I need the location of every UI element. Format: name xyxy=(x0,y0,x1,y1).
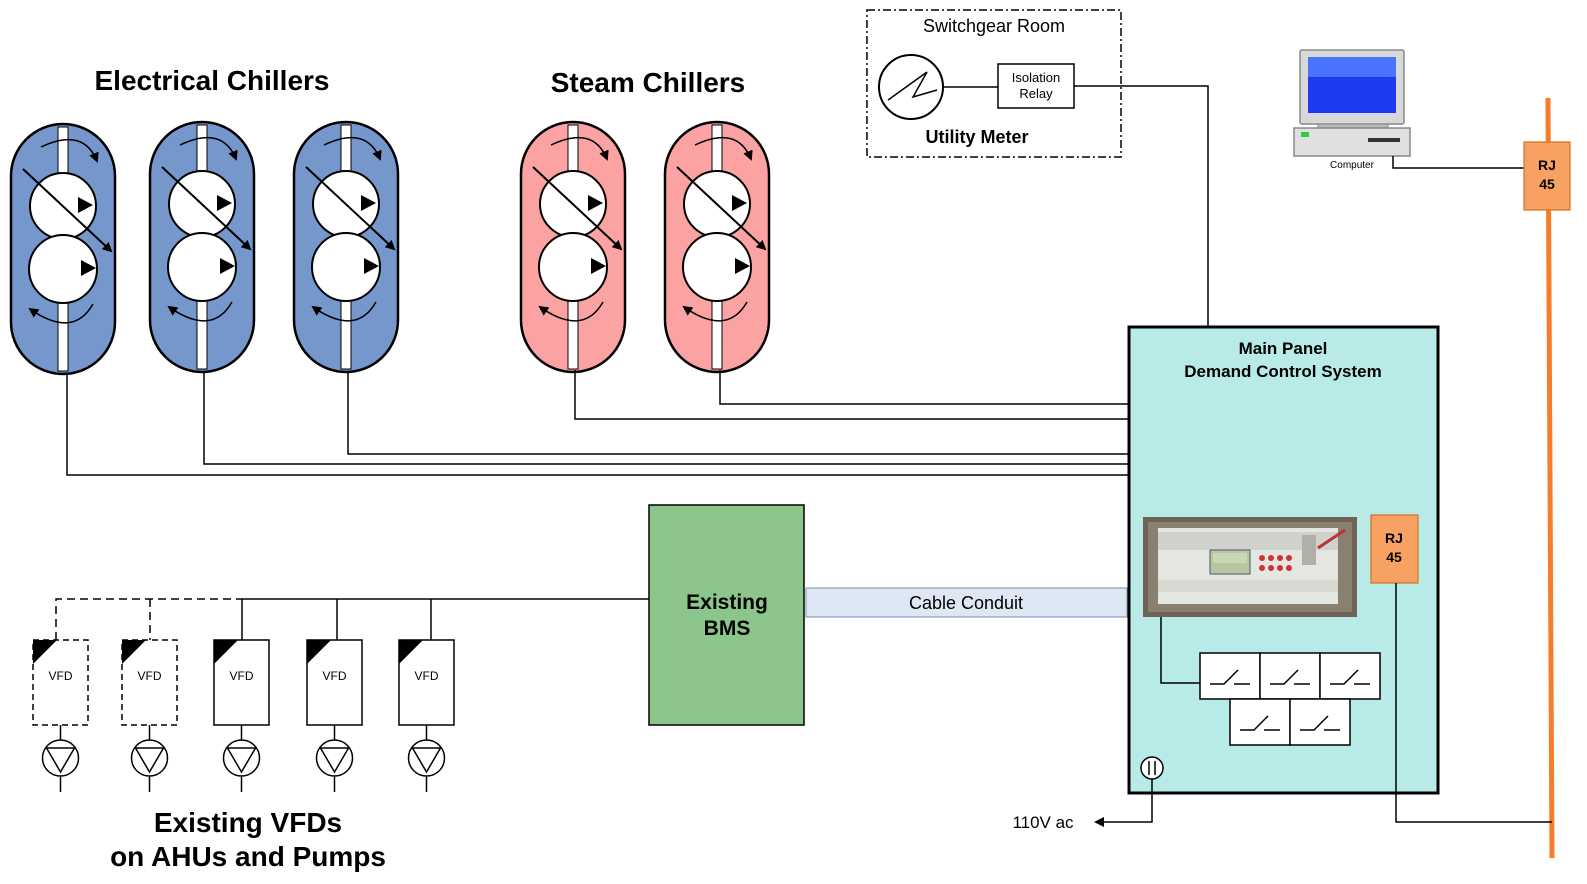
power-label: 110V ac xyxy=(1012,813,1074,832)
vfd-unit: VFD xyxy=(122,640,177,792)
vfd-unit: VFD xyxy=(214,640,269,792)
electrical-chiller-3 xyxy=(294,122,398,372)
steam-chiller-1 xyxy=(521,122,625,372)
electrical-chiller-2 xyxy=(150,122,254,372)
pump-icon xyxy=(317,740,353,792)
bms-label-1: Existing xyxy=(686,591,768,614)
utility-meter-label: Utility Meter xyxy=(925,127,1028,147)
network-cable xyxy=(1548,98,1552,858)
vfd-bus xyxy=(56,599,649,640)
computer-label: Computer xyxy=(1330,160,1375,171)
vfd-unit: VFD xyxy=(399,640,454,792)
vfd-label: VFD xyxy=(138,669,162,683)
vfd-group: VFD VFD VFD VFD VFD xyxy=(33,640,454,792)
meter-wire xyxy=(1074,86,1208,328)
vfd-label: VFD xyxy=(230,669,254,683)
existing-bms xyxy=(649,505,804,725)
isolation-relay-label-2: Relay xyxy=(1019,86,1053,101)
computer: Computer xyxy=(1294,50,1410,171)
pump-icon xyxy=(224,740,260,792)
vfd-label: VFD xyxy=(323,669,347,683)
switchgear-room: Switchgear Room Isolation Relay Utility … xyxy=(867,10,1121,157)
controller-image xyxy=(1143,517,1357,617)
vfd-unit: VFD xyxy=(33,640,88,792)
vfd-label: VFD xyxy=(49,669,73,683)
utility-meter-icon xyxy=(879,55,943,119)
steam-chiller-2 xyxy=(665,122,769,372)
pump-icon xyxy=(132,740,168,792)
computer-network-wire xyxy=(1393,156,1524,168)
main-panel-title-2: Demand Control System xyxy=(1184,362,1381,381)
cable-conduit-label: Cable Conduit xyxy=(909,593,1023,613)
switchgear-room-label: Switchgear Room xyxy=(923,16,1065,36)
bms-label-2: BMS xyxy=(704,617,751,640)
electrical-chillers-title: Electrical Chillers xyxy=(94,65,329,96)
rj45-top-label-1: RJ xyxy=(1538,157,1556,173)
main-panel-title-1: Main Panel xyxy=(1239,339,1328,358)
power-plug-icon xyxy=(1141,757,1163,779)
rj45-panel-label-2: 45 xyxy=(1386,549,1402,565)
chiller-wiring xyxy=(67,370,1150,475)
rj45-panel-label-1: RJ xyxy=(1385,530,1403,546)
vfd-label: VFD xyxy=(415,669,439,683)
isolation-relay-label-1: Isolation xyxy=(1012,70,1060,85)
vfds-title-line1: Existing VFDs xyxy=(154,807,342,838)
vfd-unit: VFD xyxy=(307,640,362,792)
pump-icon xyxy=(43,740,79,792)
pump-icon xyxy=(409,740,445,792)
vfds-title-line2: on AHUs and Pumps xyxy=(110,841,386,872)
rj45-top-label-2: 45 xyxy=(1539,176,1555,192)
electrical-chiller-1 xyxy=(11,124,115,374)
main-panel: Main Panel Demand Control System RJ 45 xyxy=(1129,327,1438,793)
steam-chillers-title: Steam Chillers xyxy=(551,67,746,98)
